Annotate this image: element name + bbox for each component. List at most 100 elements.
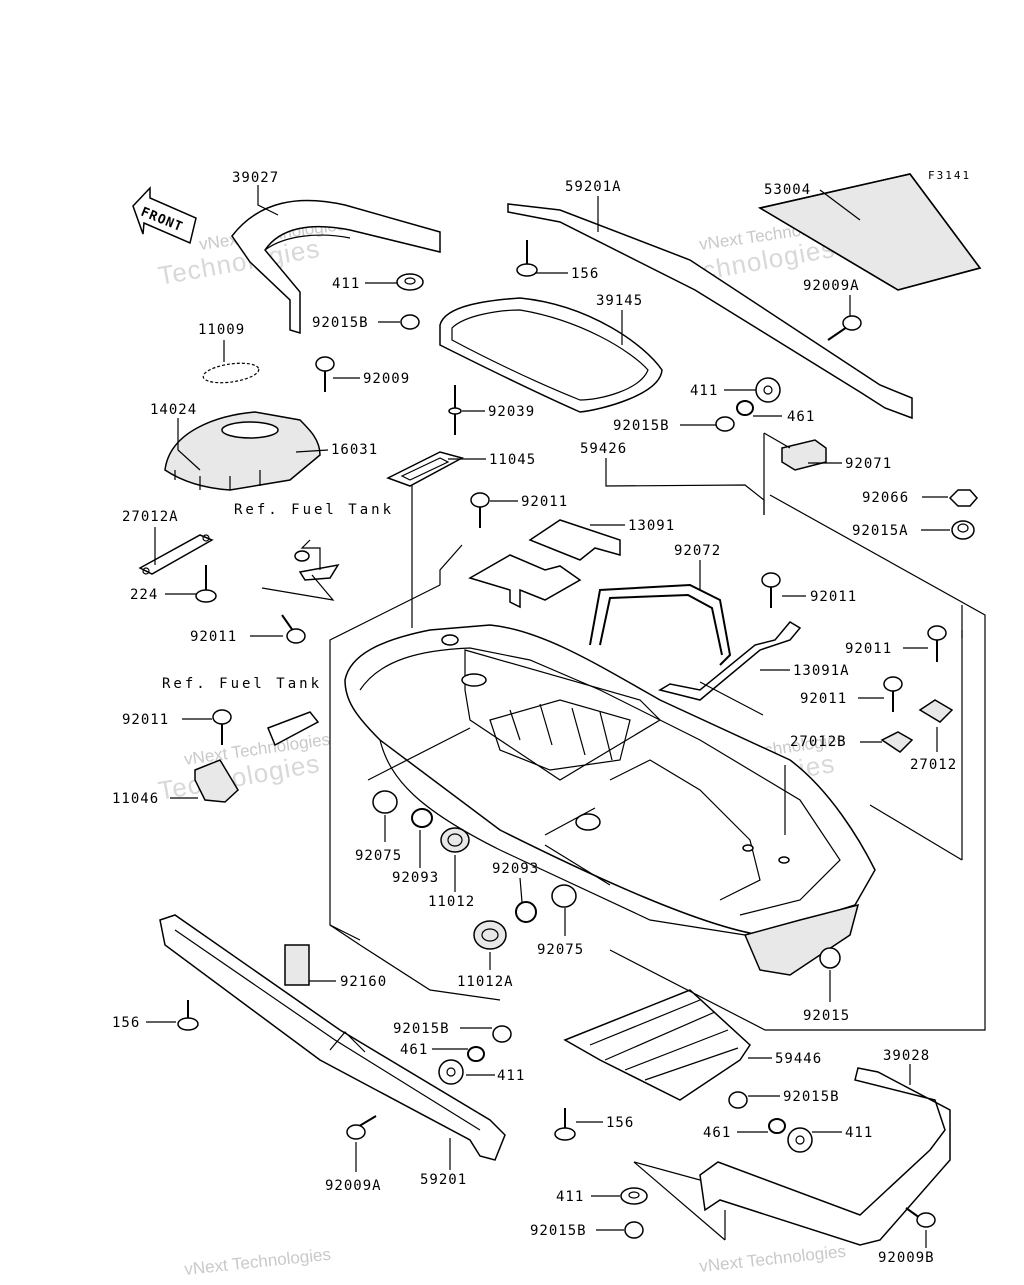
nut-92015Be: [624, 1221, 644, 1239]
label-11045: 11045: [489, 452, 536, 468]
strap-92072: [589, 583, 732, 666]
bolt-156a: [516, 240, 538, 277]
label-53004: 53004: [764, 182, 811, 198]
bolt-156c: [554, 1108, 576, 1141]
label-92011: 92011: [800, 691, 847, 707]
label-59446: 59446: [775, 1051, 822, 1067]
label-92093: 92093: [492, 861, 539, 877]
figure-code: F3141: [928, 169, 971, 182]
label-11046: 11046: [112, 791, 159, 807]
label-224: 224: [130, 587, 158, 603]
label-92160: [284, 944, 310, 986]
label-59201A: 59201A: [565, 179, 622, 195]
label-92011: 92011: [845, 641, 892, 657]
label-92009A: 92009A: [803, 278, 860, 294]
cover-14024: [164, 411, 321, 491]
bracket-11046: [194, 759, 239, 803]
label-92071: 92071: [845, 456, 892, 472]
hull-59426: [344, 624, 876, 976]
label-92015A: 92015A: [852, 523, 909, 539]
clip-461a: [736, 400, 754, 416]
bolt-92009A-bottom: [346, 1115, 377, 1140]
rail-59201: [159, 914, 506, 1161]
plug-92075b: [551, 884, 577, 908]
nut-92015Bb: [715, 416, 735, 432]
front-arrow-icon: FRONT: [132, 186, 197, 245]
label-92015B: 92015B: [393, 1021, 450, 1037]
fuel-tank-fittings: [267, 550, 340, 747]
label-156: 156: [112, 1015, 140, 1031]
label-461: 461: [787, 409, 815, 425]
block-92071: [781, 439, 827, 471]
nut-92015Ba: [400, 314, 420, 330]
label-92011: 92011: [810, 589, 857, 605]
bolt-92009A-top: [827, 315, 862, 341]
clip-27012: [918, 699, 954, 723]
label-92011: 92011: [190, 629, 237, 645]
bolt-92011e: [883, 676, 903, 712]
label-461: 461: [703, 1125, 731, 1141]
mat-53004: [758, 173, 982, 291]
nut-92015A: [951, 520, 975, 540]
washer-411d: [787, 1127, 813, 1153]
label-13091A: 13091A: [793, 663, 850, 679]
nut-92015: [819, 947, 841, 969]
label-411: 411: [690, 383, 718, 399]
ref-fuel-tank-label: Ref. Fuel Tank: [234, 502, 394, 518]
bolt-92009B: [905, 1207, 936, 1228]
label-92011: 92011: [521, 494, 568, 510]
label-39028: 39028: [883, 1048, 930, 1064]
plug-11012A: [473, 920, 507, 950]
label-92160: 92160: [340, 974, 387, 990]
washer-411a: [396, 273, 424, 291]
label-11009: 11009: [198, 322, 245, 338]
bracket-13091A: [658, 621, 802, 701]
washer-411c: [438, 1059, 464, 1085]
part-labels: 39027 59201A 53004 156 411 92015B 39145 …: [112, 170, 956, 1266]
assembly-lines: [261, 432, 986, 1241]
grate-59446: [563, 989, 751, 1101]
leader-lines: [146, 185, 950, 1248]
washer-411e: [620, 1187, 648, 1205]
nut-92015Bc: [492, 1025, 512, 1043]
label-92075: 92075: [355, 848, 402, 864]
ref-fuel-tank-label: Ref. Fuel Tank: [162, 676, 322, 692]
label-411: 411: [497, 1068, 525, 1084]
label-14024: 14024: [150, 402, 197, 418]
bracket-11045: [386, 451, 465, 487]
seal-39145: [439, 297, 663, 413]
pin-92039: [448, 385, 462, 435]
gasket-11009: [202, 362, 260, 384]
label-92072: 92072: [674, 543, 721, 559]
label-16031: 16031: [331, 442, 378, 458]
label-156: 156: [571, 266, 599, 282]
label-27012B: 27012B: [790, 734, 847, 750]
label-39027: 39027: [232, 170, 279, 186]
label-92015B: 92015B: [783, 1089, 840, 1105]
label-411: 411: [845, 1125, 873, 1141]
label-92009: 92009: [363, 371, 410, 387]
label-92039: 92039: [488, 404, 535, 420]
label-39145: 39145: [596, 293, 643, 309]
plug-11012: [440, 827, 470, 853]
label-59201: 59201: [420, 1172, 467, 1188]
label-13091: 13091: [628, 518, 675, 534]
o-ring-92093b: [515, 901, 537, 923]
hull-port-cap: [575, 813, 601, 831]
o-ring-92093a: [411, 808, 433, 828]
label-92015B: 92015B: [312, 315, 369, 331]
plug-92075a: [372, 790, 398, 814]
grip-handle-39028: [699, 1067, 951, 1246]
washer-411b: [755, 377, 781, 403]
label-461: 461: [400, 1042, 428, 1058]
bolt-92011d: [927, 625, 947, 662]
clip-461c: [768, 1118, 786, 1134]
label-92015: 92015: [803, 1008, 850, 1024]
label-92011: 92011: [122, 712, 169, 728]
label-92009A: 92009A: [325, 1178, 382, 1194]
nut-92015Bd: [728, 1091, 748, 1109]
label-411: 411: [332, 276, 360, 292]
label-59426: 59426: [580, 441, 627, 457]
